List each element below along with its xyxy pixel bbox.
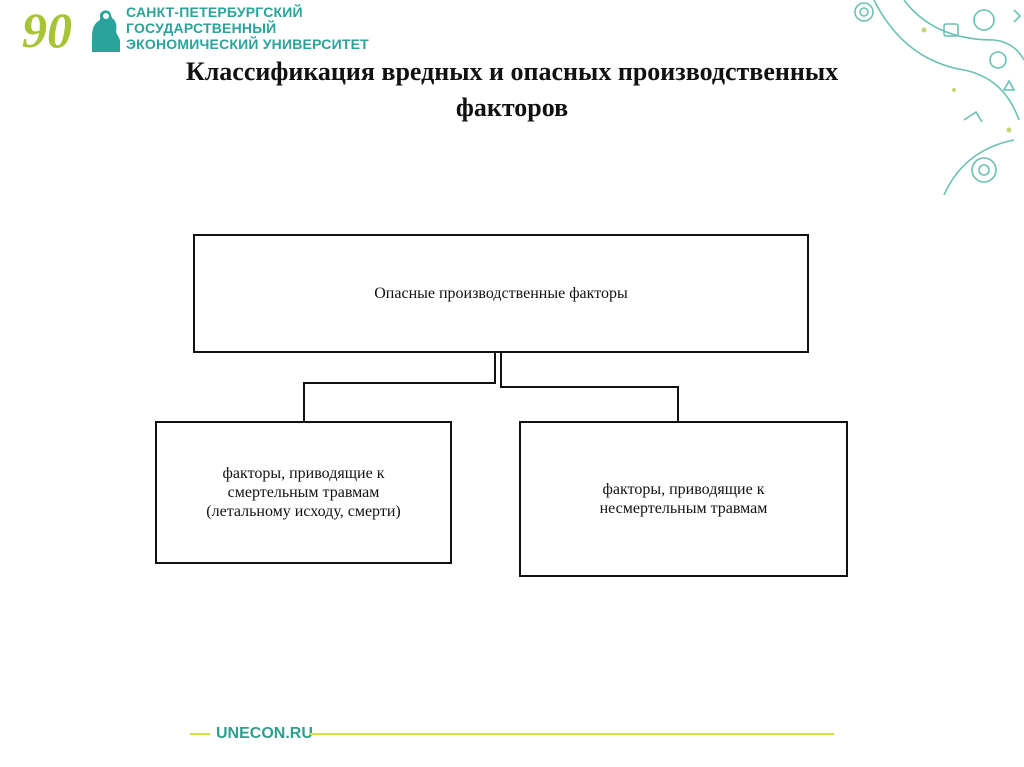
connector-left [303, 353, 496, 421]
university-name: САНКТ-ПЕТЕРБУРГСКИЙ ГОСУДАРСТВЕННЫЙ ЭКОН… [126, 4, 369, 52]
footer-line-right [310, 733, 834, 735]
slide-title-line-2: факторов [455, 93, 569, 122]
diagram-root-node: Опасные производственные факторы [193, 234, 809, 353]
university-name-line-1: САНКТ-ПЕТЕРБУРГСКИЙ [126, 4, 303, 20]
university-name-line-3: ЭКОНОМИЧЕСКИЙ УНИВЕРСИТЕТ [126, 36, 369, 52]
university-name-line-2: ГОСУДАРСТВЕННЫЙ [126, 20, 277, 36]
footer-site: UNECON.RU [216, 725, 313, 742]
diagram-left-label: факторы, приводящие к смертельным травма… [206, 465, 401, 520]
diagram-right-label: факторы, приводящие к несмертельным трав… [599, 481, 768, 517]
slide-title: Классификация вредных и опасных производ… [40, 54, 984, 126]
diagram-right-node: факторы, приводящие к несмертельным трав… [519, 421, 848, 577]
sphinx-emblem-icon [92, 10, 120, 52]
anniversary-number: 90 [22, 2, 72, 58]
decorative-icons-pattern [854, 0, 1024, 195]
slide-title-line-1: Классификация вредных и опасных производ… [185, 57, 839, 86]
connector-right [500, 353, 679, 421]
university-logo: 90 САНКТ-ПЕТЕРБУРГСКИЙ ГОСУДАРСТВЕННЫЙ Э… [22, 2, 369, 58]
diagram-root-label: Опасные производственные факторы [374, 285, 628, 302]
diagram-left-node: факторы, приводящие к смертельным травма… [155, 421, 452, 564]
footer-line-left [190, 733, 210, 735]
